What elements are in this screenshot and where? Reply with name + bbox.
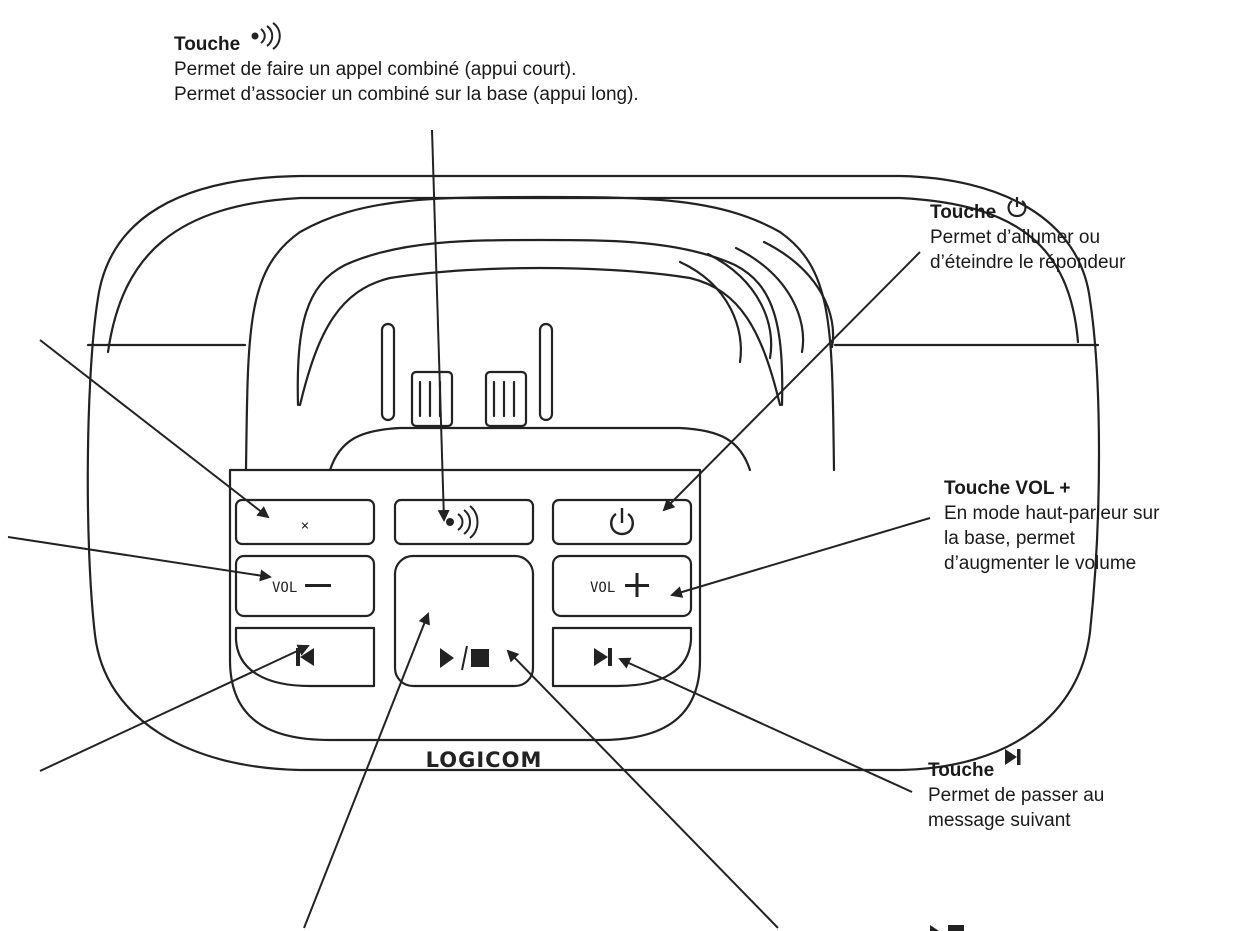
delete-button[interactable]: [234, 498, 376, 546]
annotation-vol-plus-line-1: En mode haut-parleur sur: [944, 503, 1160, 524]
base-inner-rim: [106, 196, 1080, 354]
annotation-intercom: Touche Permet de faire un appel combiné …: [174, 22, 874, 107]
charging-contacts: [380, 322, 554, 428]
leader-next: [618, 657, 913, 793]
leader-lines: [7, 129, 931, 929]
play-stop-symbol: [440, 648, 454, 668]
play-stop-icon-partial: [928, 924, 968, 931]
vol-plus-button[interactable]: [551, 554, 693, 618]
annotation-vol-plus-line-3: d’augmenter le volume: [944, 553, 1137, 574]
speaker-grille: [678, 240, 835, 364]
prev-button[interactable]: [234, 626, 376, 688]
cradle-inner-2: [298, 266, 782, 407]
brand-logo: LOGICOM: [426, 748, 543, 772]
intercom-symbol: [446, 505, 479, 539]
leader-play-stop: [506, 649, 779, 929]
leader-power: [662, 251, 921, 512]
annotation-intercom-line-2: Permet d’associer un combiné sur la base…: [174, 84, 639, 105]
annotation-next-line-1: Permet de passer au: [928, 785, 1105, 806]
cradle-well: [244, 195, 836, 472]
leader-delete: [39, 339, 270, 519]
leader-prev: [39, 644, 310, 772]
annotation-power: Touche Permet d’allumer ou d’éteindre le…: [930, 196, 1230, 275]
base-outer-shell: [86, 174, 1101, 772]
delete-symbol: ×: [301, 518, 309, 534]
prev-symbol: [296, 648, 300, 666]
annotation-next-title: Touche: [928, 760, 995, 781]
intercom-button[interactable]: [393, 498, 535, 546]
next-button[interactable]: [551, 626, 693, 688]
power-button[interactable]: [551, 498, 693, 546]
annotation-vol-plus-title: Touche VOL +: [944, 478, 1071, 499]
vol-plus-label: VOL: [590, 580, 615, 596]
annotation-power-title: Touche: [930, 202, 997, 223]
annotation-next: Touche Permet de passer au message suiva…: [928, 749, 1228, 833]
next-symbol: [594, 648, 608, 666]
leader-vol-minus: [7, 536, 272, 582]
annotation-intercom-title: Touche: [174, 34, 241, 55]
button-symbols: × VOL VOL: [272, 505, 649, 671]
annotation-vol-plus-line-2: la base, permet: [944, 528, 1075, 549]
leader-vol-plus: [670, 517, 931, 598]
annotation-power-line-2: d’éteindre le répondeur: [930, 252, 1126, 273]
annotation-next-line-2: message suivant: [928, 810, 1071, 831]
vol-minus-label: VOL: [272, 580, 297, 596]
skip-next-icon: [1004, 748, 1022, 773]
cradle-inner: [296, 238, 784, 407]
leader-intercom: [431, 129, 450, 522]
leader-center: [303, 612, 430, 929]
vol-minus-button[interactable]: [234, 554, 376, 618]
annotation-power-line-1: Permet d’allumer ou: [930, 227, 1101, 248]
power-symbol: [610, 508, 634, 536]
cradle-floor: [328, 426, 752, 472]
play-stop-button[interactable]: [393, 554, 535, 688]
annotation-intercom-line-1: Permet de faire un appel combiné (appui …: [174, 59, 577, 80]
intercom-icon: [250, 22, 284, 57]
power-icon: [1006, 196, 1028, 225]
annotation-vol-plus: Touche VOL + En mode haut-parleur sur la…: [944, 476, 1234, 576]
button-panel: [228, 468, 702, 742]
